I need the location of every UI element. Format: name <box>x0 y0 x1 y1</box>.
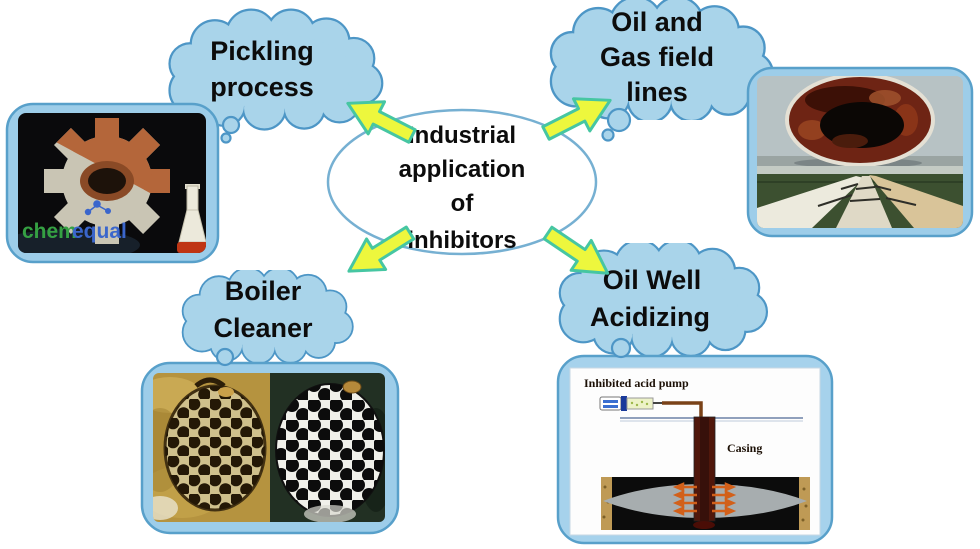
pickling-image-frame: chem equal <box>5 102 220 264</box>
pickling-tail-bubble <box>221 115 241 135</box>
oil-gas-tail-bubble <box>606 107 632 133</box>
dirty-tube-sheet <box>165 386 265 510</box>
center-ellipse <box>326 108 598 256</box>
center-text-line2: application <box>399 156 526 183</box>
boiler-tail-bubble <box>215 347 235 367</box>
pipelines-image <box>757 166 963 228</box>
center-node: Industrial application of inhibitors <box>326 108 598 256</box>
cloud-oil-gas: Oil and Gas field lines <box>552 0 772 121</box>
acidizing-tail-bubble <box>610 337 632 359</box>
cloud-boiler: Boiler Cleaner <box>183 269 351 363</box>
center-text-line3: of <box>451 190 475 217</box>
acid-flow-arrows <box>672 482 737 516</box>
gear-image <box>44 118 170 244</box>
boiler-clean-photo <box>270 373 385 522</box>
logo-text-chem: chem <box>22 220 77 243</box>
cloud-oil-gas-line2: Gas field <box>600 42 714 72</box>
cloud-acidizing-line1: Oil Well <box>603 265 702 295</box>
clean-tube-sheet <box>276 384 384 516</box>
cloud-tails <box>215 107 632 367</box>
pipeline-middle <box>836 176 892 228</box>
center-text-line1: Industrial <box>408 122 516 149</box>
logo-text-equal: equal <box>72 220 127 243</box>
cloud-acidizing: Oil Well Acidizing <box>561 241 766 356</box>
flask-base <box>177 242 206 253</box>
chemequal-logo: chem equal <box>22 200 127 243</box>
gear-center-hole <box>88 168 126 194</box>
cloud-oil-gas-line3: lines <box>626 77 688 107</box>
cloud-boiler-line1: Boiler <box>225 276 302 306</box>
boiler-hook <box>194 377 226 388</box>
casing-column <box>693 416 716 529</box>
cloud-pickling: Pickling process <box>171 11 382 129</box>
center-text-line4: inhibitors <box>407 227 516 254</box>
pipeline-right <box>869 175 963 228</box>
cloud-oil-gas-line1: Oil and <box>611 7 703 37</box>
cloud-acidizing-line2: Acidizing <box>590 302 710 332</box>
pipeline-left <box>757 176 864 228</box>
casing-label: Casing <box>727 441 762 455</box>
oil-gas-image-frame <box>746 66 974 238</box>
cloud-boiler-line2: Cleaner <box>213 313 313 343</box>
boiler-dirty-photo <box>153 373 270 522</box>
acid-feed-pipe <box>662 401 703 417</box>
acid-pump-icon <box>599 396 662 411</box>
corroded-pipe-image <box>785 76 935 167</box>
cloud-pickling-line2: process <box>210 72 314 102</box>
pump-label: Inhibited acid pump <box>584 376 689 390</box>
acidizing-diagram-frame: Inhibited acid pump Casin <box>556 354 834 545</box>
cloud-pickling-line1: Pickling <box>210 36 314 66</box>
flask-icon <box>177 184 206 253</box>
boiler-image-frame <box>140 361 400 535</box>
